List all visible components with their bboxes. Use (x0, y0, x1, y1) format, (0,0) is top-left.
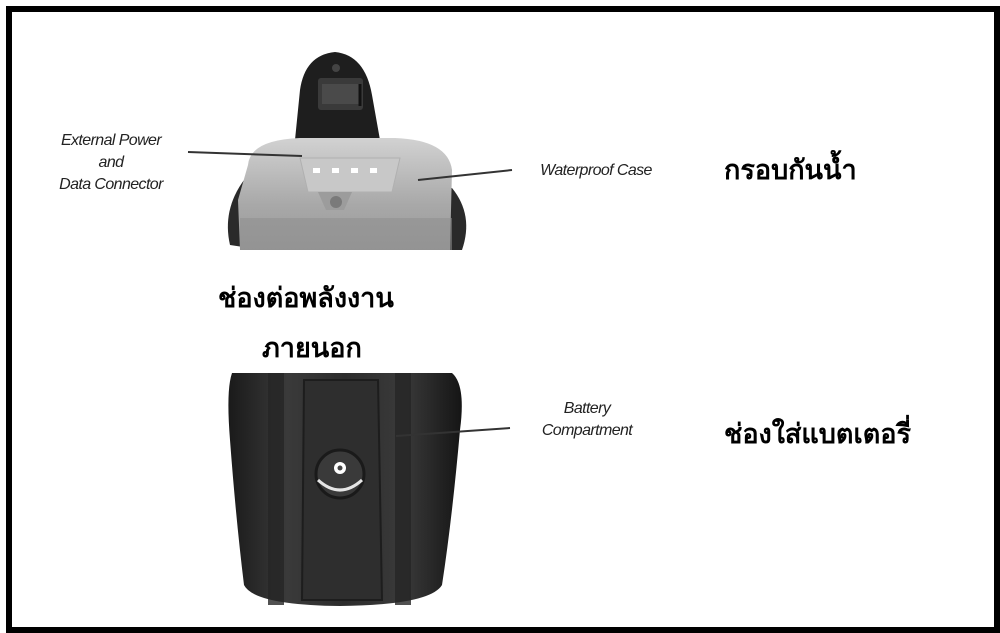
device-top-view (227, 52, 467, 250)
callout-line: Battery (563, 400, 611, 417)
callout-line: Compartment (541, 422, 633, 439)
diagram-frame (6, 6, 1000, 633)
battery-leader (395, 427, 511, 437)
callout-line: External Power (60, 132, 162, 149)
thai-label-power-port-line2: ภายนอก (262, 333, 362, 364)
connector-screw (330, 196, 342, 208)
thai-label-power-port-line1: ช่องต่อพลังงาน (218, 283, 394, 314)
connector-pins (313, 168, 377, 173)
thai-label-battery-compartment: ช่องใส่แบตเตอรี่ (724, 419, 911, 450)
waterproof-case-leader (417, 169, 513, 181)
external-power-callout: External Power and Data Connector (30, 130, 192, 196)
battery-compartment-callout: Battery Compartment (506, 398, 668, 442)
waterproof-case-callout: Waterproof Case (540, 162, 652, 179)
power-connector-leader (187, 151, 303, 157)
thai-label-waterproof-case: กรอบกันน้ำ (724, 155, 857, 186)
callout-line: and (98, 154, 125, 171)
device-back-view (228, 373, 462, 606)
data-connector (299, 157, 401, 193)
callout-line: Data Connector (59, 176, 163, 193)
